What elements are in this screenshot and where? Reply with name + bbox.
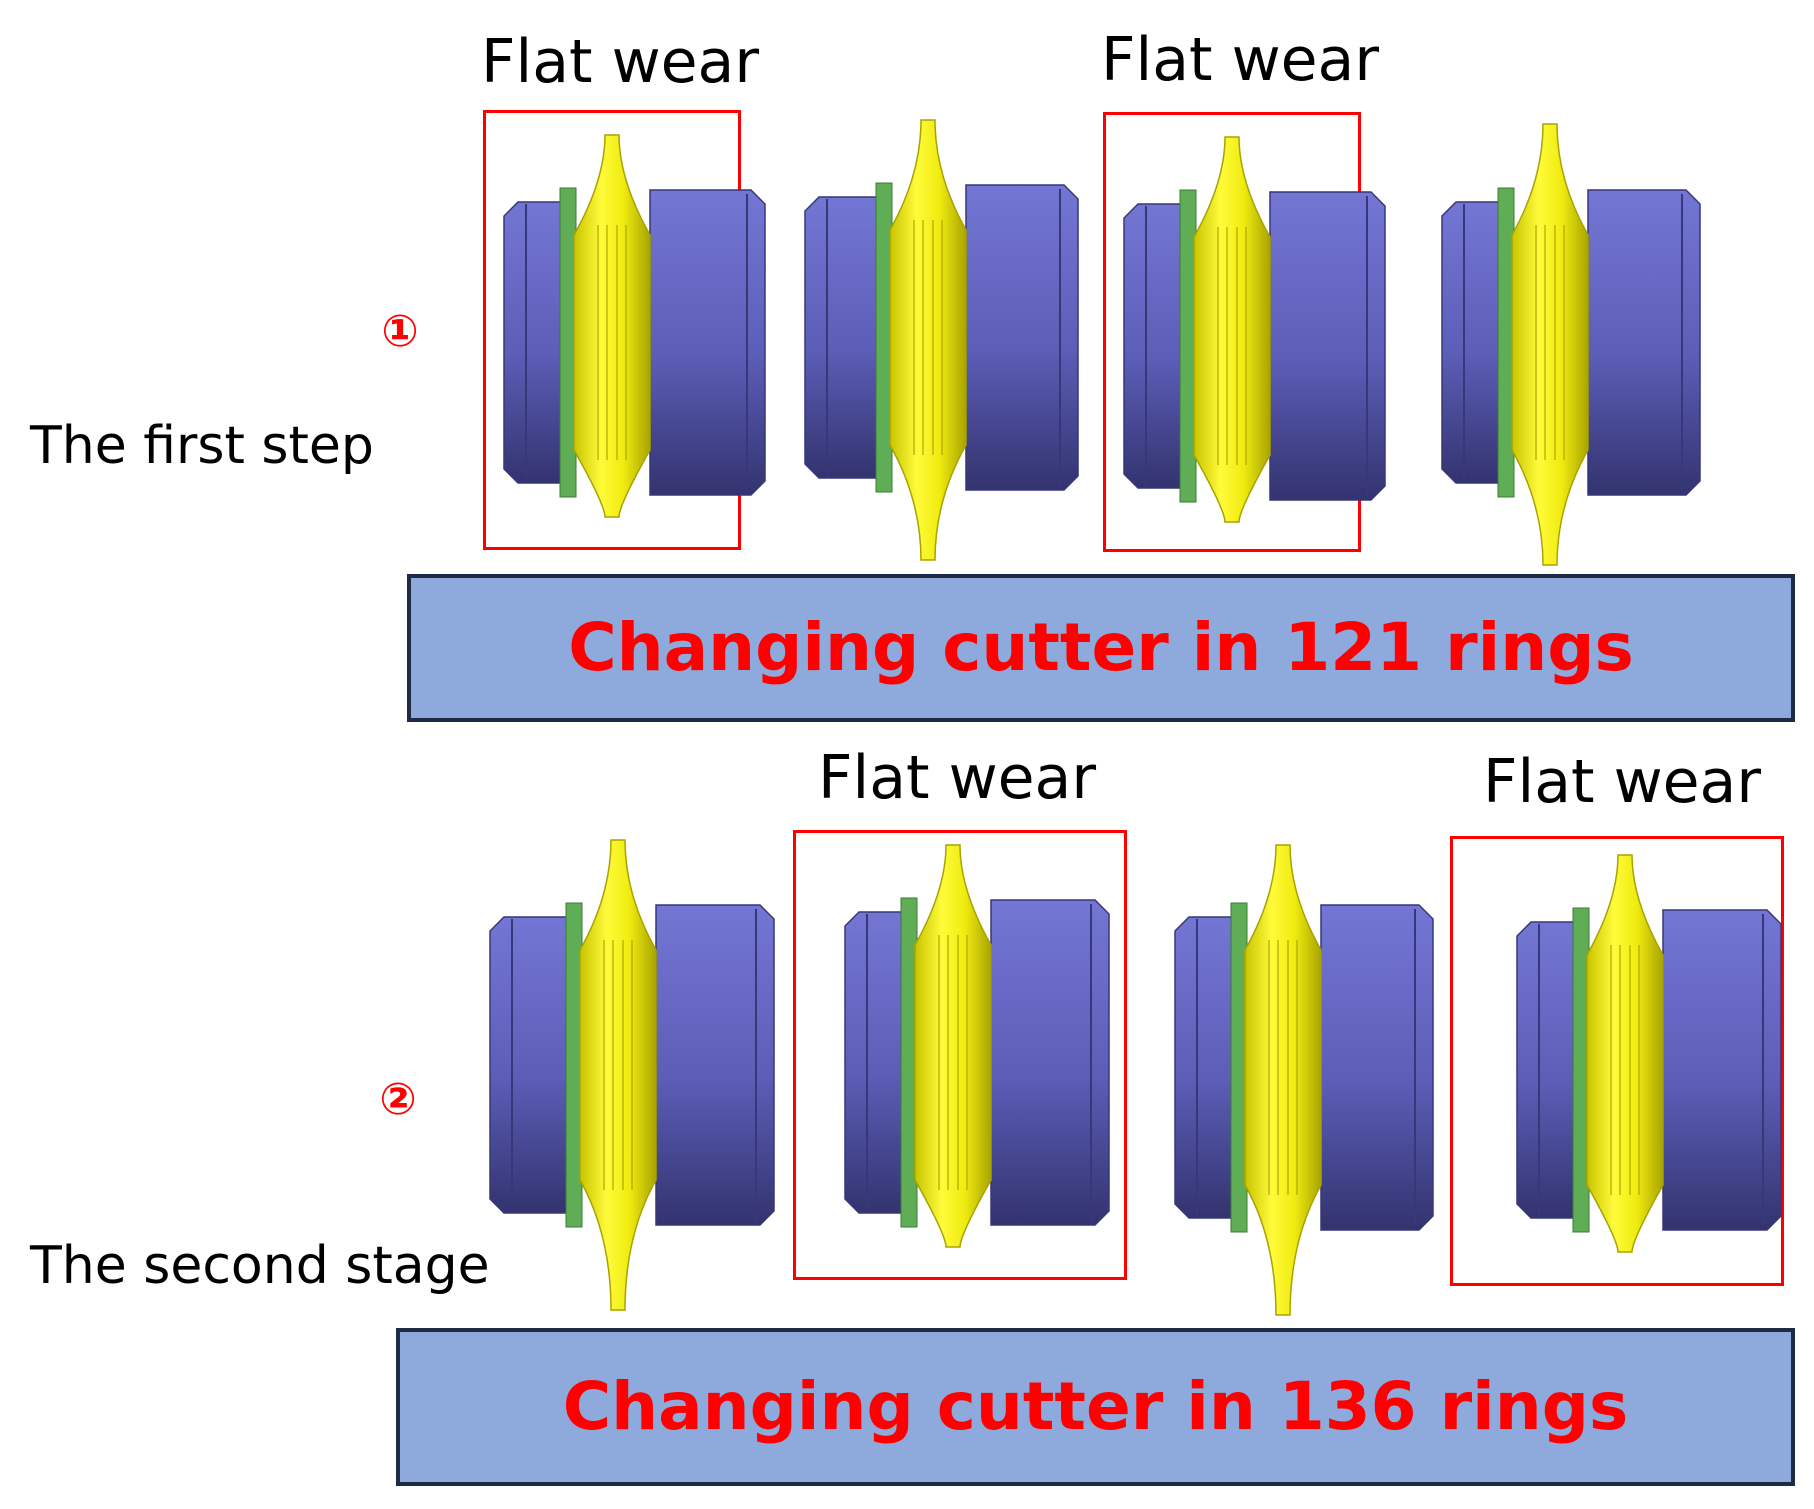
stage-2-banner: Changing cutter in 136 rings xyxy=(396,1328,1795,1486)
stage-2-cutter-1-right-hub xyxy=(655,904,775,1226)
stage-1-cutter-3-wear-label: Flat wear xyxy=(1101,25,1379,95)
stage-2-cutter-1-blade xyxy=(579,839,657,1311)
stage-2-cutter-4-wear-box xyxy=(1450,836,1784,1286)
stage-1-cutter-3-blade xyxy=(1193,136,1271,523)
stage-1-cutter-3 xyxy=(1123,136,1386,523)
stage-1-cutter-2-right-hub xyxy=(965,184,1079,491)
stage-2-label: The second stage xyxy=(30,1236,490,1296)
stage-1-cutter-4 xyxy=(1441,123,1701,566)
stage-2-number: ② xyxy=(379,1074,417,1125)
stage-1-cutter-4-blade xyxy=(1511,123,1589,566)
stage-2-cutter-2-wear-label: Flat wear xyxy=(818,743,1096,813)
stage-2-cutter-4-wear-label: Flat wear xyxy=(1483,747,1761,817)
stage-1-label: The first step xyxy=(30,416,374,476)
stage-2-cutter-4-blade xyxy=(1586,854,1664,1253)
stage-2-cutter-3-blade xyxy=(1244,844,1322,1316)
stage-1-cutter-3-right-hub xyxy=(1269,191,1386,501)
stage-2-cutter-1 xyxy=(489,839,775,1311)
stage-2-cutter-4 xyxy=(1516,854,1782,1253)
stage-1-cutter-1 xyxy=(503,134,766,518)
stage-2-banner-text: Changing cutter in 136 rings xyxy=(562,1368,1629,1445)
stage-2-cutter-3-right-hub xyxy=(1320,904,1434,1231)
stage-1-banner: Changing cutter in 121 rings xyxy=(407,574,1795,722)
stage-1-cutter-1-wear-label: Flat wear xyxy=(481,27,759,97)
stage-2-cutter-2 xyxy=(844,844,1110,1248)
stage-1-cutter-1-blade xyxy=(573,134,651,518)
stage-1-banner-text: Changing cutter in 121 rings xyxy=(568,609,1634,686)
stage-1-cutter-4-right-hub xyxy=(1587,189,1701,496)
stage-1-cutter-2-blade xyxy=(889,119,967,561)
stage-2-cutter-2-blade xyxy=(914,844,992,1248)
stage-1-cutter-1-right-hub xyxy=(649,189,766,496)
stage-2-cutter-2-right-hub xyxy=(990,899,1110,1226)
stage-2-cutter-2-wear-box xyxy=(793,830,1127,1280)
stage-1-cutter-2 xyxy=(804,119,1079,561)
stage-2-cutter-4-right-hub xyxy=(1662,909,1782,1231)
stage-1-number: ① xyxy=(381,306,419,357)
stage-2-cutter-3 xyxy=(1174,844,1434,1316)
